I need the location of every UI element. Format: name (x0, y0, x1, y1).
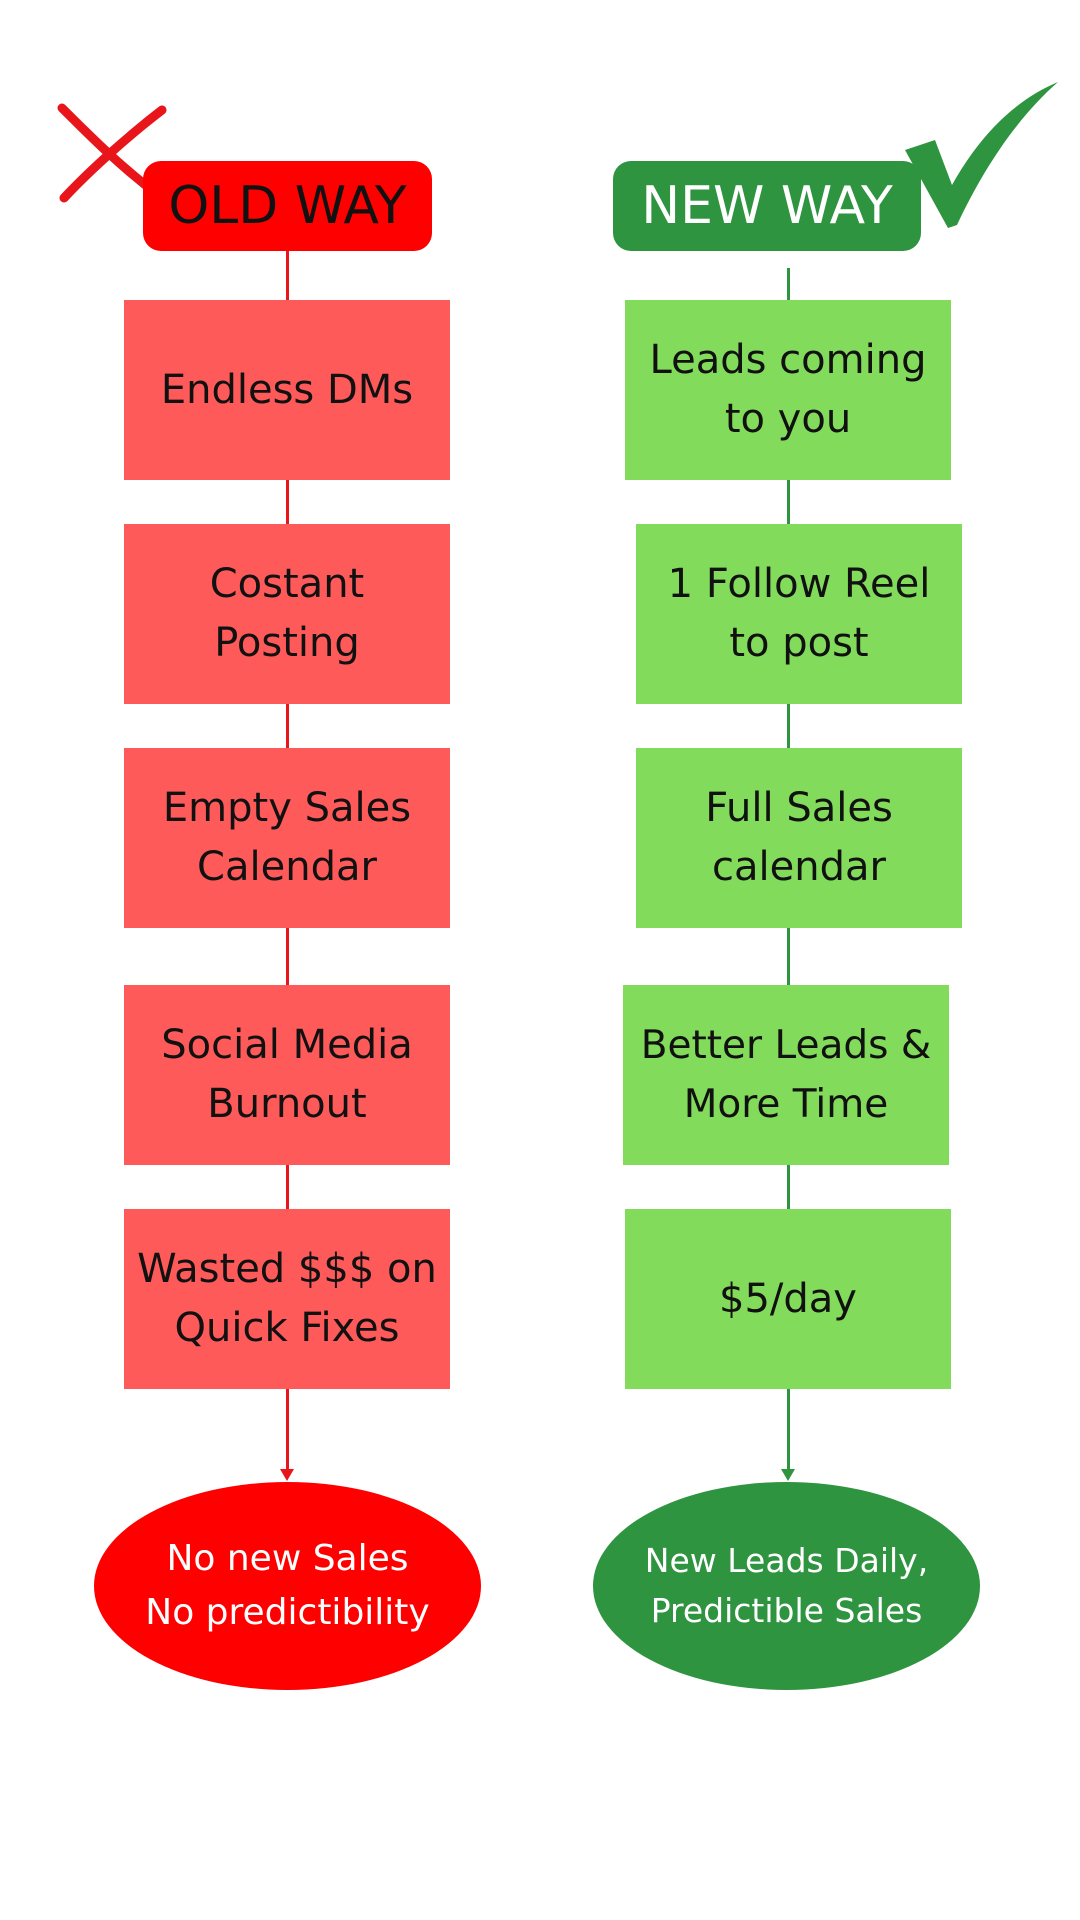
new-step-box: Better Leads & More Time (623, 985, 949, 1165)
new-outcome-label: New Leads Daily, Predictible Sales (644, 1541, 929, 1630)
old-arrow-head (280, 1469, 294, 1481)
old-step-label: Endless DMs (160, 366, 414, 413)
new-connector-line (787, 268, 790, 300)
old-connector-line (286, 704, 289, 748)
old-connector-line (286, 928, 289, 985)
new-connector-line (787, 480, 790, 524)
new-outcome-oval: New Leads Daily, Predictible Sales (593, 1482, 980, 1690)
new-step-box: 1 Follow Reel to post (636, 524, 962, 704)
old-arrow-line (286, 1389, 289, 1471)
old-step-label: Wasted $$$ on Quick Fixes (137, 1246, 437, 1351)
old-step-label: Empty Sales Calendar (162, 785, 412, 890)
old-step-box: Social Media Burnout (124, 985, 450, 1165)
new-connector-line (787, 928, 790, 985)
new-step-label: $5/day (719, 1275, 857, 1322)
old-connector-line (286, 480, 289, 524)
old-step-box: Costant Posting (124, 524, 450, 704)
check-mark-icon (905, 82, 1058, 228)
new-way-title: NEW WAY (613, 161, 921, 251)
new-step-label: Full Sales calendar (705, 785, 893, 890)
old-connector-line (286, 1165, 289, 1209)
old-step-label: Costant Posting (209, 561, 365, 666)
new-step-box: Leads coming to you (625, 300, 951, 480)
new-step-label: Better Leads & More Time (640, 1023, 932, 1127)
new-arrow-line (787, 1389, 790, 1471)
new-step-label: Leads coming to you (649, 337, 927, 442)
old-step-box: Wasted $$$ on Quick Fixes (124, 1209, 450, 1389)
old-step-label: Social Media Burnout (161, 1022, 413, 1127)
old-step-box: Endless DMs (124, 300, 450, 480)
old-step-box: Empty Sales Calendar (124, 748, 450, 928)
new-connector-line (787, 704, 790, 748)
old-way-title: OLD WAY (143, 161, 432, 251)
old-connector-line (286, 251, 289, 300)
old-outcome-label: No new Sales No predictibility (145, 1538, 430, 1633)
new-connector-line (787, 1165, 790, 1209)
new-step-label: 1 Follow Reel to post (667, 561, 931, 666)
new-step-box: $5/day (625, 1209, 951, 1389)
old-outcome-oval: No new Sales No predictibility (94, 1482, 481, 1690)
new-step-box: Full Sales calendar (636, 748, 962, 928)
new-arrow-head (781, 1469, 795, 1481)
